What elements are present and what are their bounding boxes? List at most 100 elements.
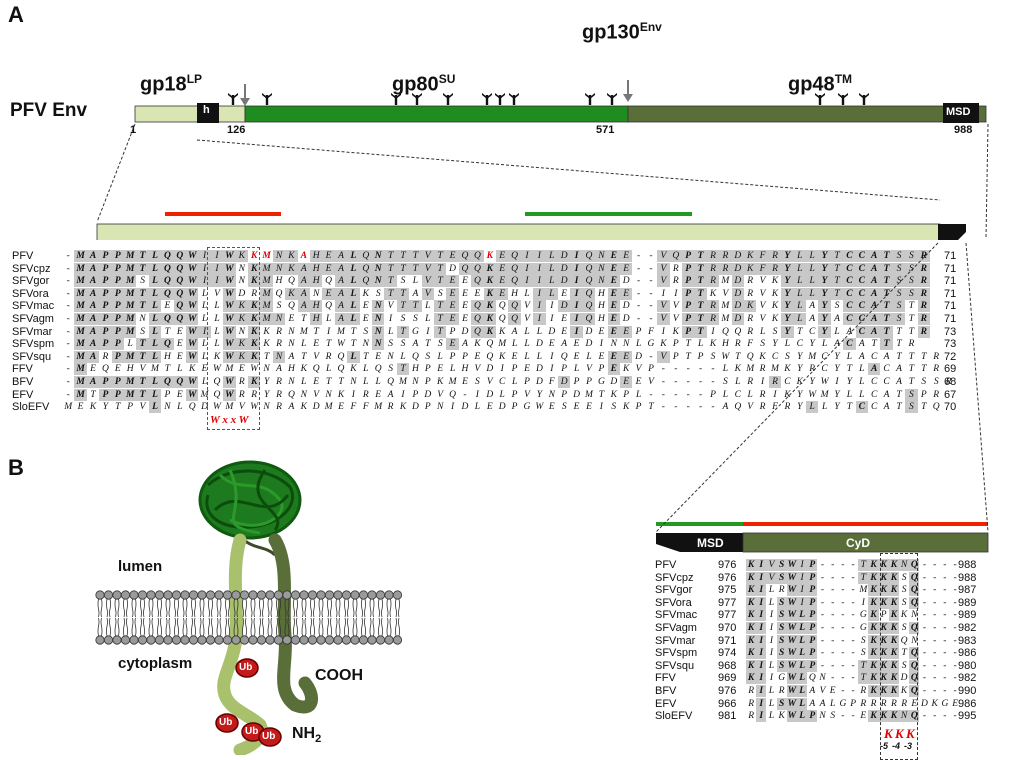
residue: K xyxy=(868,647,879,660)
residue: P xyxy=(99,275,112,288)
residue: H xyxy=(310,275,323,288)
residue: N xyxy=(272,262,286,275)
residue: - xyxy=(831,585,835,596)
residue: A xyxy=(297,262,310,275)
residue: N xyxy=(595,250,608,262)
residue: Q xyxy=(471,262,484,275)
residue: Q xyxy=(471,250,484,262)
residue: L xyxy=(347,300,360,313)
residue: T xyxy=(694,300,707,313)
residue: I xyxy=(533,275,546,288)
residue: L xyxy=(425,314,431,324)
residue: P xyxy=(111,275,124,288)
sequence-start-number: 966 xyxy=(718,697,737,710)
residue: I xyxy=(756,647,767,660)
residue: R xyxy=(917,250,930,262)
residue: L xyxy=(768,597,775,608)
residue: D xyxy=(731,262,744,275)
residue: - xyxy=(922,572,927,583)
residue: P xyxy=(682,262,695,275)
residue: L xyxy=(793,250,806,262)
residue: T xyxy=(384,287,397,300)
residue: M xyxy=(124,287,137,300)
residue: I xyxy=(756,697,767,710)
residue: K xyxy=(771,301,779,312)
residue: L xyxy=(545,287,558,300)
residue: E xyxy=(607,262,620,275)
residue: S xyxy=(776,634,787,647)
residue: V xyxy=(524,314,530,324)
sequence-end-number: 989 xyxy=(958,596,977,609)
residue: P xyxy=(99,287,112,300)
msd-box-label: MSD xyxy=(946,106,971,118)
residue: T xyxy=(694,275,707,288)
residue: Y xyxy=(781,262,794,275)
residue: K xyxy=(771,276,779,287)
residue: H xyxy=(310,262,323,275)
residue: K xyxy=(709,288,717,299)
residue: R xyxy=(706,250,720,262)
residue: E xyxy=(496,287,509,300)
residue: A xyxy=(334,313,348,325)
residue: K xyxy=(486,251,493,261)
sequence-name: SFVmar xyxy=(655,634,696,647)
sequence-name: SFVsqu xyxy=(655,659,695,672)
residue: P xyxy=(99,300,112,313)
residue: K xyxy=(746,634,757,647)
gp130-base: gp130 xyxy=(582,21,640,44)
residue: Q xyxy=(161,313,174,325)
residue: Q xyxy=(582,262,596,275)
residue: C xyxy=(855,287,868,300)
residue: A xyxy=(86,300,100,313)
gp130-label: gp130Env xyxy=(582,20,662,45)
residue: Y xyxy=(818,275,831,288)
residue: S xyxy=(776,697,787,710)
residue: Q xyxy=(498,314,506,324)
residue: Q xyxy=(359,262,372,275)
sequence-name: BFV xyxy=(12,376,34,388)
motif-residue: K xyxy=(895,726,904,741)
sequence-name: SFVora xyxy=(655,596,692,609)
residue: - xyxy=(922,597,927,608)
residue: D xyxy=(921,698,928,709)
residue: N xyxy=(372,250,385,262)
residue: P xyxy=(807,659,818,672)
residue: S xyxy=(776,622,787,634)
residue: T xyxy=(396,262,410,275)
sequence-start-number: 968 xyxy=(718,659,737,672)
residue: K xyxy=(483,275,496,288)
residue: L xyxy=(806,262,819,275)
residue: P xyxy=(682,300,695,313)
residue: L xyxy=(148,250,162,262)
residue: K xyxy=(744,300,757,313)
residue: L xyxy=(768,698,775,709)
residue: W xyxy=(786,609,797,622)
residue: G xyxy=(859,623,867,633)
sequence-end-number: 995 xyxy=(958,710,977,723)
residue: L xyxy=(347,262,360,275)
residue: T xyxy=(136,262,149,275)
residue: L xyxy=(201,288,208,299)
residue: R xyxy=(917,287,930,300)
residue: M xyxy=(74,287,87,300)
residue: E xyxy=(362,301,369,312)
residue: L xyxy=(201,301,208,312)
residue: - xyxy=(637,263,641,274)
residue: S xyxy=(776,659,787,672)
pfv-env-label: PFV Env xyxy=(10,100,88,121)
residue: T xyxy=(434,300,447,313)
sequence-start-number: 976 xyxy=(718,571,737,584)
residue: P xyxy=(682,287,695,300)
residue: S xyxy=(400,314,406,324)
residue: M xyxy=(124,275,137,288)
residue: - xyxy=(851,597,855,608)
residue: M xyxy=(124,313,137,325)
residue: K xyxy=(483,300,496,313)
residue: T xyxy=(880,275,893,288)
residue: - xyxy=(851,623,855,633)
residue: C xyxy=(855,250,868,262)
residue: T xyxy=(830,250,844,262)
residue: L xyxy=(347,313,360,325)
residue: - xyxy=(841,686,845,696)
residue: W xyxy=(786,685,797,697)
